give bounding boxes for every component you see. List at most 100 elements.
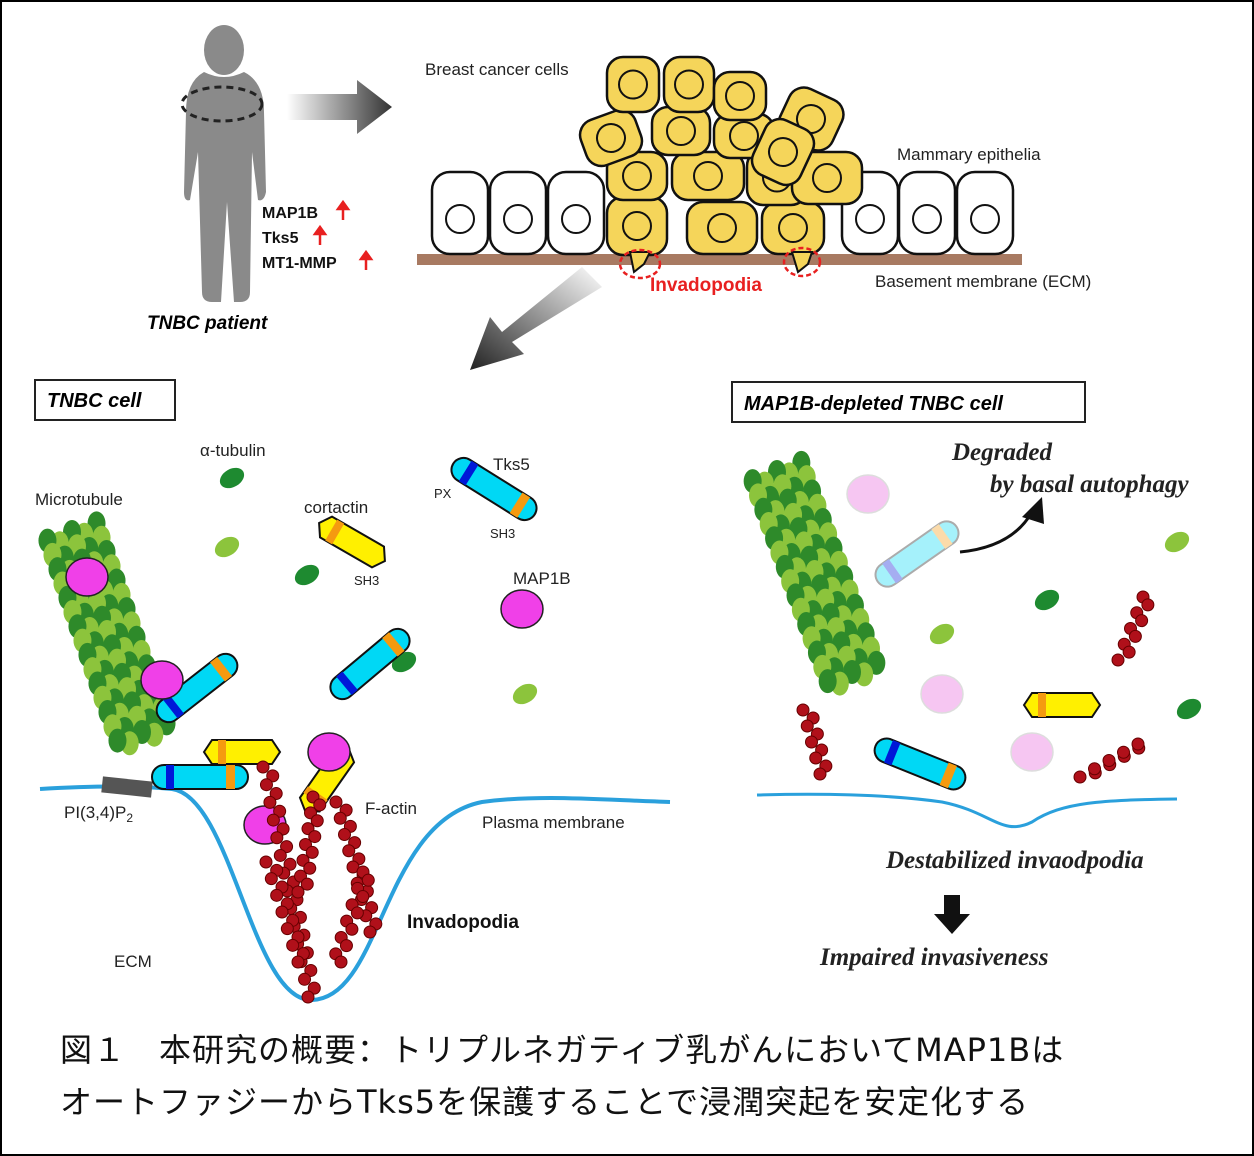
impaired-label: Impaired invasiveness [819,944,1048,971]
nucleus [445,204,475,234]
actin-bead [307,981,321,995]
actin-bead [1135,614,1149,628]
sh3-domain [382,632,405,657]
sh3-domain [210,656,232,682]
cancer-cell [650,105,712,157]
alpha-tubulin-dot [219,467,245,489]
sh3-domain [218,740,226,764]
tks5-body [874,520,960,588]
actin-bead [1122,645,1136,659]
actin-bead [1141,598,1155,612]
sh3-domain [1038,693,1046,717]
cortactin-body [318,515,386,569]
invadopodia-label: Invadopodia [407,912,519,933]
figure-caption: 図１ 本研究の概要：トリプルネガティブ乳がんにおいてMAP1Bは オートファジー… [60,1024,1064,1128]
actin-bead [345,922,359,936]
map1b-protein [307,732,351,772]
degraded-label-line2: by basal autophagy [990,471,1190,498]
cancer-cell [685,200,759,256]
actin-bead [301,990,315,1004]
actin-bead [796,703,810,717]
f-actin-filament [259,855,310,969]
actin-bead [270,831,284,845]
actin-bead [273,804,287,818]
degraded-label-line1: Degraded [951,439,1052,466]
cortactin-protein [1022,692,1102,718]
dashed-waist-ellipse [180,85,264,123]
ecm-label: ECM [114,952,152,971]
actin-bead [266,813,280,827]
actin-bead [1088,762,1101,776]
actin-bead [1111,653,1125,667]
alpha-tubulin-dot [1034,589,1060,611]
curved-arrow-icon [959,511,1034,554]
nucleus [622,211,652,241]
curved-arrow-head [1022,497,1044,524]
tubulin-subunit [818,669,837,694]
actin-bead [363,925,377,939]
actin-bead [800,719,814,733]
nucleus [596,123,626,153]
map1b-protein [140,660,184,700]
cancer-cell [760,200,826,256]
map1b-protein [500,589,544,629]
actin-bead [266,769,280,783]
cancer-cell [605,195,669,257]
actin-bead [305,845,319,859]
up-arrow-icon [335,199,351,220]
pi34p2-anchor [101,776,153,798]
alpha-tubulin-dot [294,564,320,586]
px-domain [883,740,901,766]
actin-bead [280,922,294,936]
alpha-tubulin-label: α-tubulin [200,441,266,460]
actin-bead [334,955,348,969]
px-domain [336,671,358,696]
invadopodia-highlight [782,246,822,278]
actin-bead [813,767,827,781]
gradient-arrow-right [287,80,392,134]
nucleus [912,204,942,234]
actin-bead [259,855,273,869]
map1b-protein [1010,732,1054,772]
actin-bead [264,872,278,886]
tks5-protein [450,456,538,522]
actin-bead [329,795,343,809]
plasma-membrane-label: Plasma membrane [482,813,625,832]
actin-bead [1131,737,1145,751]
map1b-label: MAP1B [513,569,571,588]
f-actin-filament [291,790,327,899]
nucleus [778,213,808,243]
actin-bead [308,830,322,844]
nucleus [674,69,704,100]
px-domain [166,765,174,789]
tubulin-subunit [108,728,127,753]
breast-cancer-cells [578,55,864,274]
actin-bead [269,787,283,801]
up-arrow-icon [358,249,374,270]
map1b-depleted-title-box [731,381,1086,423]
nucleus [693,161,723,191]
f-actin-filament [256,760,321,1004]
destabilized-label: Destabilized invaodpodia [885,847,1144,874]
tks5-sh3-label: SH3 [490,526,515,541]
actin-bead [809,751,823,765]
map1b-protein [65,557,109,597]
marker-mt1mmp: MT1-MMP [262,255,337,272]
px-domain [882,559,903,584]
nucleus [618,69,648,100]
caption-line2: オートファジーからTks5を保護することで浸潤突起を安定化する [60,1083,1030,1121]
px-domain [458,460,479,486]
f-actin-filament [796,703,833,781]
actin-bead [342,844,356,858]
cortactin-label: cortactin [304,498,368,517]
tks5-label: Tks5 [493,455,530,474]
actin-bead [283,857,297,871]
actin-bead [333,811,347,825]
actin-bead [1128,629,1142,643]
actin-bead [286,938,300,952]
invadopodia-top-label: Invadopodia [650,275,762,296]
nucleus [622,161,652,191]
tnbc-cell-title: TNBC cell [47,390,142,412]
